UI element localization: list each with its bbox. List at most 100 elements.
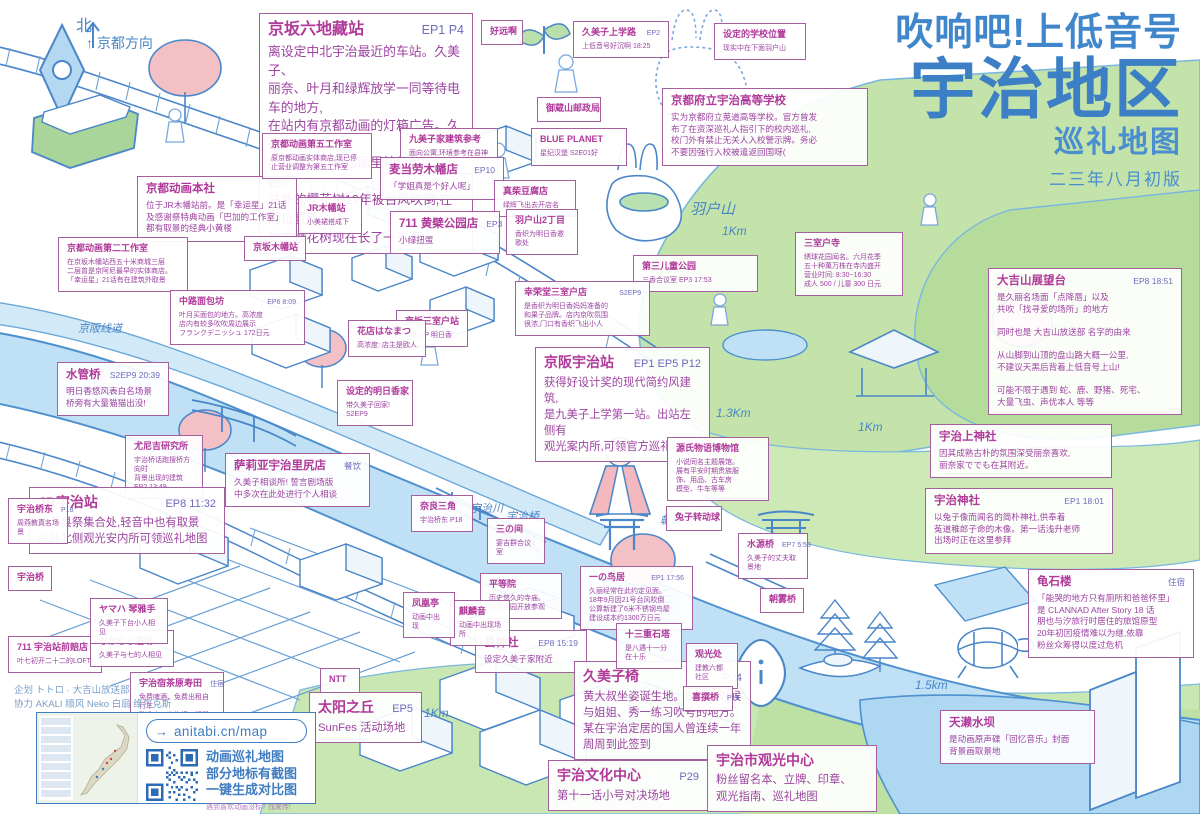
annotation-yamaha-store[interactable]: ヤマハ 琴雅手久美子下台小人相见 (90, 598, 168, 645)
annotation-body: 粉丝留名本、立牌、印章、 观光指南、巡礼地图 (716, 774, 852, 803)
annotation-mimurotoji-temple[interactable]: 三室户寺绣球花园闻名。六月花季 五十种萬万株在寺内盛开 营业时间: 8:30~1… (795, 232, 903, 297)
title-edition: 二三年八月初版 (1049, 169, 1182, 189)
annotation-ujibashi-station-label[interactable]: 宇治桥 (8, 566, 52, 591)
annotation-seven-eleven-uji-station[interactable]: 711 宇治站前赔店叶七初开二十二的LOFT (8, 636, 102, 673)
annotation-body: 实为京都府立莵道高等学校。官方曾发 布了在资深巡礼人指引下的校内巡礼, 校门外有… (671, 112, 818, 157)
annotation-body: 是八遇十一分在十乐 (625, 644, 667, 661)
annotation-body: 久美子相谈所! 誓言剧场版 中多次在此处进行个人相谈 (234, 477, 338, 499)
annotation-uji-gawa-post[interactable]: 御蔵山邮政局 (537, 97, 601, 122)
annotation-body: 叶七初开二十二的LOFT (17, 657, 91, 665)
promo-subline: 遇到喜欢动画没标? 找来传! (206, 803, 291, 811)
map-title-block: 吹响吧!上低音号 宇治地区 巡礼地图 二三年八月初版 (895, 12, 1182, 190)
annotation-title: 观光处 (695, 649, 723, 659)
annotation-good-luck-shrine-note[interactable]: 好远啊 (481, 20, 523, 45)
annotation-uji-kami-shrine[interactable]: 宇治上神社因其成熟古朴的氛围深受丽奈喜欢, 丽奈家ででも在其附近。 (930, 424, 1112, 479)
annotation-flower-shop-hanamatsu[interactable]: 花店はなまつ高浓度: 店主是欧人 (348, 320, 426, 357)
annotation-header: JR木幡站 (307, 203, 353, 215)
annotation-kameishiro-inn[interactable]: 龟石楼住宿「能哭的地方只有厕所和爸爸怀里」 是 CLANNAD After St… (1028, 569, 1194, 659)
annotation-keihan-kohata-station[interactable]: 京坂木幡站 (244, 236, 306, 261)
annotation-body: 动画中出现 (412, 613, 440, 630)
title-line-2: 宇治地区 (910, 51, 1182, 126)
distance-marker: 1Km (424, 706, 449, 720)
annotation-title: 一の鸟居 (589, 572, 626, 582)
annotation-title: 幸荣堂三室户店 (524, 287, 588, 297)
annotation-title: 宇治桥 (17, 572, 45, 582)
annotation-header: 兔子转动球 (675, 512, 720, 524)
annotation-header: 宇治桥 (17, 572, 45, 584)
annotation-asuka-house-setting[interactable]: 设定的明日香家带久美子回家! S2EP9 (337, 380, 413, 427)
promo-panel[interactable]: → anitabi.cn/map (36, 712, 316, 811)
annotation-header: 京都动画本社 (146, 182, 288, 197)
annotation-sanjou-meeting-room[interactable]: 三の间宴吉群合议室 (487, 518, 545, 565)
annotation-title: 大吉山展望台 (997, 275, 1066, 287)
qr-code[interactable] (146, 749, 198, 801)
annotation-fuuta-pavilion[interactable]: 凤凰亭动画中出现 (403, 592, 455, 639)
title-line-1: 吹响吧!上低音号 (895, 12, 1182, 54)
annotation-body: 星纪汉堡 S2E01好 (540, 149, 598, 157)
annotation-title: 麒麟音 (459, 606, 487, 616)
annotation-ntt-label[interactable]: NTT (320, 668, 360, 693)
annotation-body: 久美子的丈夫取景地 (747, 554, 796, 571)
annotation-juusan-juutou[interactable]: 十三重石塔是八遇十一分在十乐 (616, 623, 682, 670)
annotation-usagi-well[interactable]: 兔子转动球 (666, 506, 722, 531)
annotation-kirin-sound[interactable]: 麒麟音动画中出现场所 (450, 600, 510, 647)
annotation-title: 宇治文化中心 (557, 767, 641, 783)
annotation-body: 因其成熟古朴的氛围深受丽奈喜欢, 丽奈家ででも在其附近。 (939, 448, 1071, 470)
annotation-hatoyama-2chome[interactable]: 羽户山2丁目香织为明日香邀歌处 (506, 209, 578, 256)
annotation-episode-ref: 餐饮 (343, 461, 361, 471)
annotation-title: 宇治宿茶原寿田 (139, 678, 203, 688)
annotation-title: 久美子上学路 (582, 27, 637, 37)
annotation-amagase-dam[interactable]: 天濑水坝是动画原声碟「回忆音乐」封面 背景画取景地 (940, 710, 1095, 765)
annotation-header: 京都府立宇治高等学校 (671, 94, 859, 109)
anitabi-url-bar[interactable]: → anitabi.cn/map (146, 719, 307, 743)
annotation-kyoto-uji-high-school[interactable]: 京都府立宇治高等学校实为京都府立莵道高等学校。官方曾发 布了在资深巡礼人指引下的… (662, 88, 868, 166)
annotation-body: 设定久美子家附近 (484, 654, 553, 665)
annotation-header: 龟石楼住宿 (1037, 575, 1185, 590)
annotation-school-location-setting[interactable]: 设定的学校位置现实中在下面羽户山 (714, 23, 806, 60)
distance-marker: 1.3Km (716, 406, 751, 420)
annotation-kankou-center-small[interactable]: 观光处建教六都社区 (686, 643, 738, 690)
annotation-title: 十三重石塔 (625, 629, 671, 639)
annotation-nara-santaku[interactable]: 奈良三角宇治桥东 P18 (411, 495, 473, 532)
annotation-header: 萨莉亚宇治里尻店餐饮 (234, 459, 361, 474)
annotation-title: 设定的学校位置 (723, 29, 787, 39)
annotation-header: 平等院 (489, 579, 553, 591)
annotation-kyoani-studio-5[interactable]: 京都动画第五工作室原京都动画实体商店,现已停 止营业调整为第五工作室 (262, 133, 372, 180)
annotation-kyoani-headquarters[interactable]: 京都动画本社位于JR木幡站前。是「幸运星」21话 及感谢祭特典动画「巴加的工作室… (137, 176, 297, 242)
annotation-title: 第三儿童公园 (642, 261, 697, 271)
annotation-header: ヤマハ 琴雅手 (99, 604, 159, 616)
annotation-jr-kohata-station[interactable]: JR木幡站小美裙搭成下 (298, 197, 362, 234)
annotation-kyoani-studio-2[interactable]: 京都动画第二工作室在京坂木幡站西五十米商城三层 二层曾是京阿尼最早的实体商店。 … (58, 237, 188, 293)
annotation-header: 好远啊 (490, 26, 517, 38)
annotation-asagiri-bashi[interactable]: 朝雾桥 (760, 588, 804, 613)
annotation-uji-tourism-center[interactable]: 宇治市观光中心粉丝留名本、立牌、印章、 观光指南、巡礼地图 (707, 745, 877, 812)
annotation-title: ヤマハ 琴雅手 (99, 604, 156, 614)
annotation-third-childrens-park[interactable]: 第三儿童公园三香合议室 EP3 17:53 (633, 255, 758, 292)
annotation-saizeriya-uji[interactable]: 萨莉亚宇治里尻店餐饮久美子相谈所! 誓言剧场版 中多次在此处进行个人相谈 (225, 453, 370, 508)
promo-text-lines: 动画巡礼地图 部分地标有截图 一键生成对比图 遇到喜欢动画没标? 找来传! (206, 749, 297, 812)
annotation-genji-monogatari-museum[interactable]: 源氏物语博物馆小说同名主题展馆。 展有平安时期贵族服 饰、用品、古车房 模型、牛… (667, 437, 769, 502)
annotation-title: 711 宇治站前赔店 (17, 642, 89, 652)
promo-content: → anitabi.cn/map (138, 713, 315, 811)
annotation-episode-ref: S2EP9 20:39 (109, 370, 160, 380)
